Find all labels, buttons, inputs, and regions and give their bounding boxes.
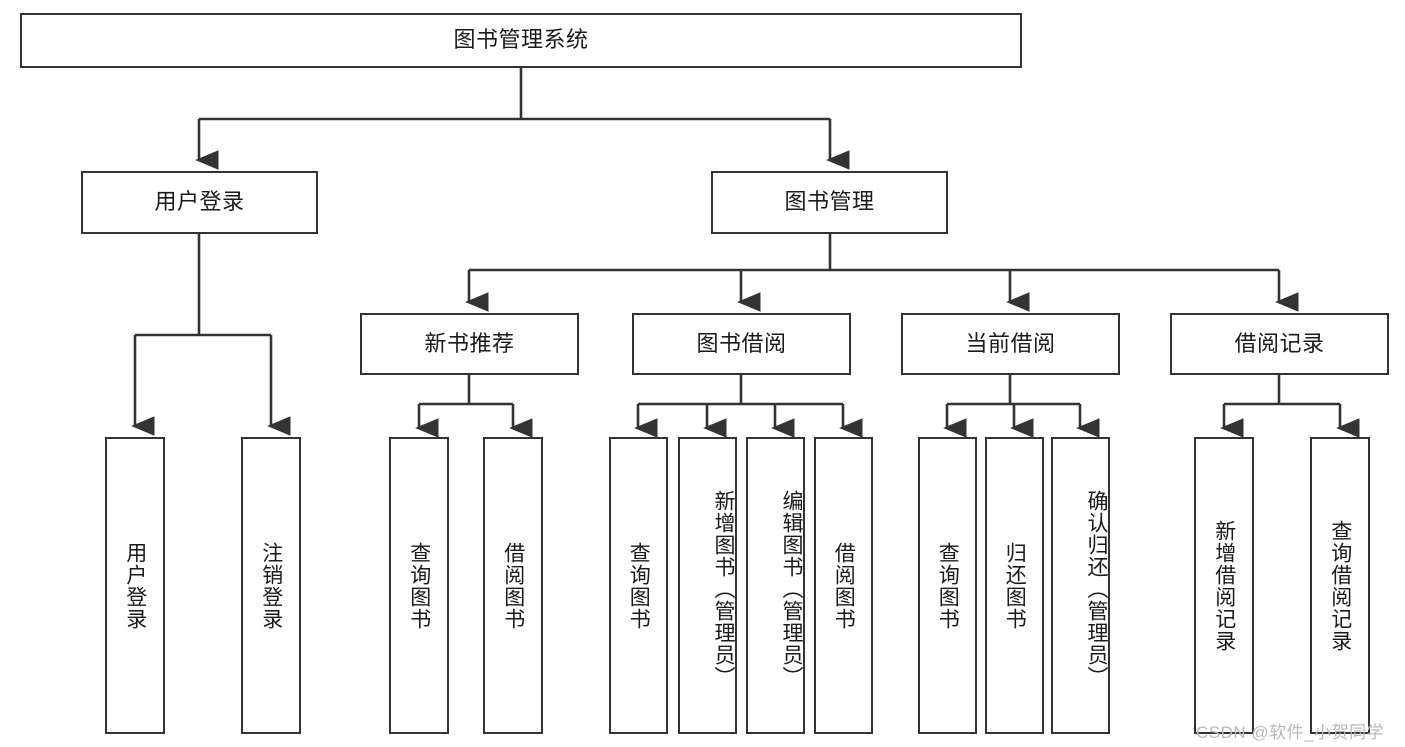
leaf-borrow-book[interactable]: 借阅图书: [814, 437, 873, 734]
node-current-borrow[interactable]: 当前借阅: [901, 313, 1120, 375]
leaf-borrow-book-recommend[interactable]: 借阅图书: [483, 437, 543, 734]
leaf-query-book-current[interactable]: 查询图书: [918, 437, 977, 734]
leaf-add-borrow-record[interactable]: 新增借阅记录: [1194, 437, 1254, 734]
leaf-return-book[interactable]: 归还图书: [985, 437, 1044, 734]
leaf-query-book-borrow[interactable]: 查询图书: [609, 437, 668, 734]
node-borrow-records[interactable]: 借阅记录: [1170, 313, 1389, 375]
node-root[interactable]: 图书管理系统: [20, 13, 1022, 68]
leaf-query-borrow-record[interactable]: 查询借阅记录: [1310, 437, 1370, 734]
leaf-logout[interactable]: 注销登录: [241, 437, 301, 734]
node-book-borrow[interactable]: 图书借阅: [632, 313, 851, 375]
leaf-edit-book-admin[interactable]: 编辑图书（管理员）: [746, 437, 805, 734]
leaf-confirm-return-admin[interactable]: 确认归还（管理员）: [1051, 437, 1110, 734]
leaf-user-login[interactable]: 用户登录: [105, 437, 165, 734]
node-new-book-recommend[interactable]: 新书推荐: [360, 313, 579, 375]
leaf-add-book-admin[interactable]: 新增图书（管理员）: [678, 437, 737, 734]
leaf-query-book-recommend[interactable]: 查询图书: [389, 437, 449, 734]
node-book-management[interactable]: 图书管理: [711, 171, 948, 234]
csdn-watermark: CSDN @软件_小贺同学: [1196, 723, 1385, 742]
node-user-login[interactable]: 用户登录: [81, 171, 318, 234]
